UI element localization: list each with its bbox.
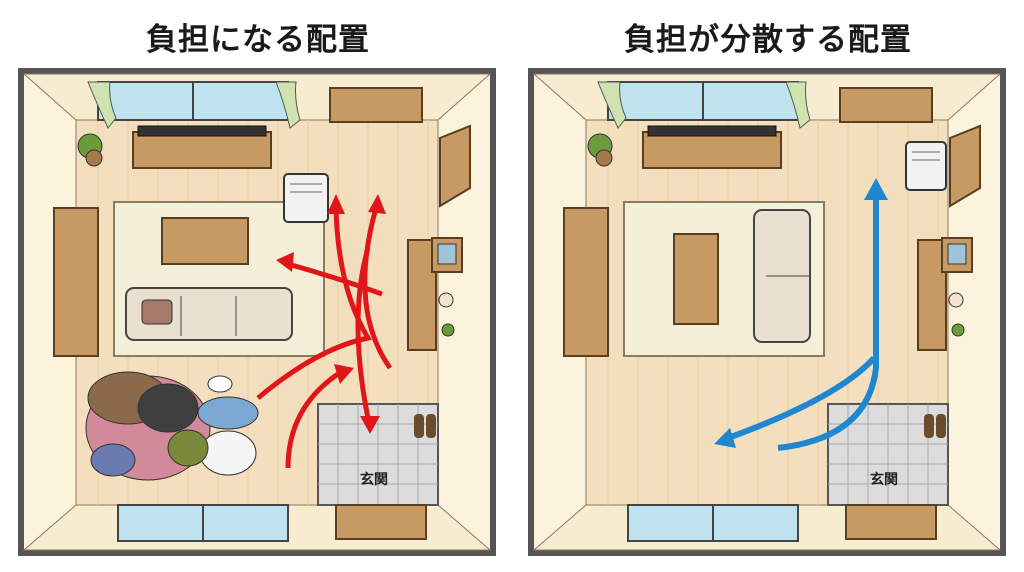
arrow-path [287,261,383,297]
entrance-label: 玄関 [360,471,388,488]
panel-good-layout: 玄関 [527,67,1007,557]
entrance-label: 玄関 [870,471,898,488]
arrow-path [256,207,372,400]
congested-flow-arrows [256,207,393,469]
sofa [753,209,811,343]
arrow-path [362,207,393,370]
panel-title-bad-layout: 負担になる配置 [146,22,370,58]
arrowheads [276,194,386,434]
arrow-path [285,371,340,469]
panel-bad-layout: 玄関 [17,67,497,557]
heater [905,141,947,191]
dispersed-flow-arrows [726,198,879,451]
arrow-path [355,247,371,419]
clothes-pile [85,371,259,481]
panel-title-good-layout: 負担が分散する配置 [624,22,912,58]
arrow-path [777,198,879,451]
arrow-path [726,355,877,441]
arrowheads [714,178,888,448]
coffee-table [161,217,249,265]
coffee-table [673,233,719,325]
heater [283,173,329,223]
sofa [125,287,293,341]
